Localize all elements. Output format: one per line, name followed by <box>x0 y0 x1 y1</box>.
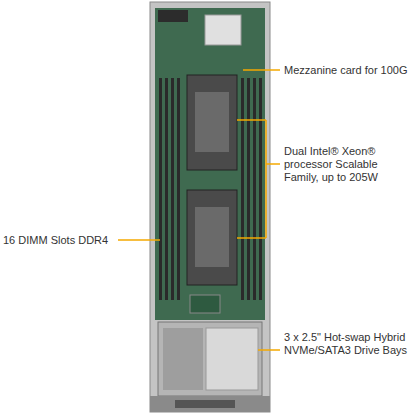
callout-label: Dual Intel® Xeon® processor Scalable Fam… <box>284 145 412 184</box>
callout-label: 3 x 2.5" Hot-swap Hybrid NVMe/SATA3 Driv… <box>284 331 412 357</box>
callout-label: Mezzanine card for 100G <box>284 64 412 77</box>
callout-label: 16 DIMM Slots DDR4 <box>3 234 115 247</box>
